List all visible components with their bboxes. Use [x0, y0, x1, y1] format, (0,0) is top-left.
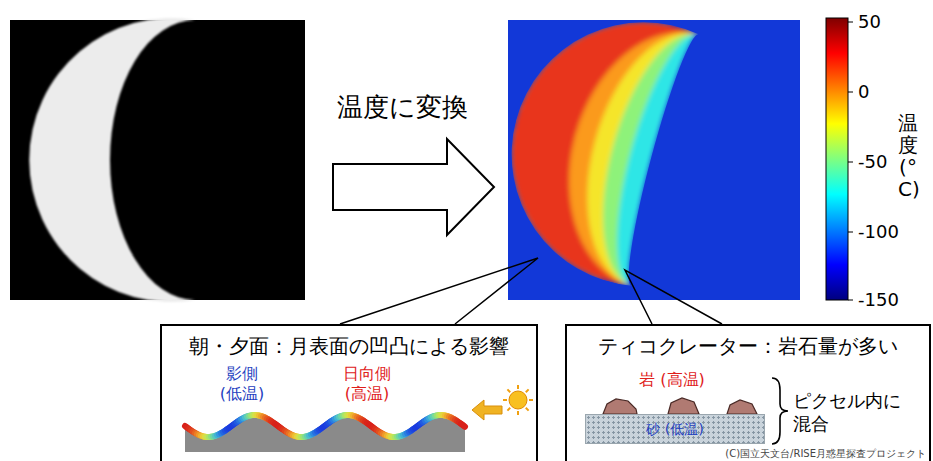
visible-moon — [29, 18, 195, 302]
sun-ray — [507, 389, 510, 392]
rock — [668, 398, 699, 414]
tick-mark — [848, 162, 853, 163]
mixing-note: ピクセル内に 混合 — [793, 390, 907, 435]
callout-heading: 朝・夕面：月表面の凹凸による影響 — [162, 334, 536, 359]
sun-ray — [526, 389, 529, 392]
temperature-band — [482, 0, 699, 288]
colorbar-tick-label: -100 — [858, 221, 899, 243]
sunlight-arrow — [472, 400, 502, 420]
thermal-crescent — [482, 0, 699, 288]
leader-line — [625, 270, 722, 324]
bracket — [772, 378, 788, 444]
sunlit-side-label: 日向側 (高温) — [337, 364, 397, 404]
colorbar-ticks — [848, 22, 853, 300]
temperature-band — [482, 0, 699, 288]
rock — [727, 400, 757, 414]
sun-ray — [517, 385, 519, 389]
callout-box: ティコクレーター：岩石量が多い岩 (高温) ピクセル内に 混合砂 (低温) — [565, 324, 931, 461]
copyright-credit: (C)国立天文台/RISE月惑星探査プロジェクト — [723, 448, 928, 460]
colorbar-title: 温度 (°C) — [898, 112, 918, 200]
tick-mark — [848, 92, 853, 93]
conversion-label: 温度に変換 — [337, 92, 468, 123]
rock — [603, 399, 637, 414]
temperature-band — [482, 0, 699, 288]
sun-icon — [503, 385, 533, 415]
sand-layer: 砂 (低温) — [585, 414, 765, 444]
tick-mark — [848, 22, 853, 23]
shadow-side-label: 影側 (低温) — [213, 364, 271, 404]
colorbar — [826, 18, 848, 300]
sun-disc — [509, 391, 527, 409]
temperature-band — [482, 0, 699, 288]
thermal-moon — [482, 0, 699, 288]
colorbar-tick-label: -50 — [858, 151, 887, 173]
callout-heading: ティコクレーター：岩石量が多い — [567, 334, 929, 359]
sun-ray — [517, 411, 519, 415]
rock-label: 岩 (高温) — [617, 370, 727, 390]
sun-ray — [507, 408, 510, 411]
convert-arrow — [333, 139, 494, 235]
terrain-surface — [185, 415, 465, 437]
tick-mark — [848, 232, 853, 233]
temperature-band — [482, 0, 699, 288]
callout-box: 朝・夕面：月表面の凹凸による影響影側 (低温) 日向側 (高温) — [160, 324, 538, 461]
terrain-ground — [185, 415, 465, 452]
tick-mark — [848, 300, 853, 301]
surface-segment — [463, 425, 465, 426]
sun-ray — [529, 399, 533, 401]
sun-ray — [503, 399, 507, 401]
colorbar-tick-label: 50 — [858, 11, 881, 33]
colorbar-tick-label: -150 — [858, 289, 899, 311]
sun-ray — [526, 408, 529, 411]
colorbar-tick-label: 0 — [858, 81, 869, 103]
leader-line — [340, 258, 538, 324]
moon-crescent — [29, 18, 195, 302]
sand-label: 砂 (低温) — [586, 420, 764, 438]
